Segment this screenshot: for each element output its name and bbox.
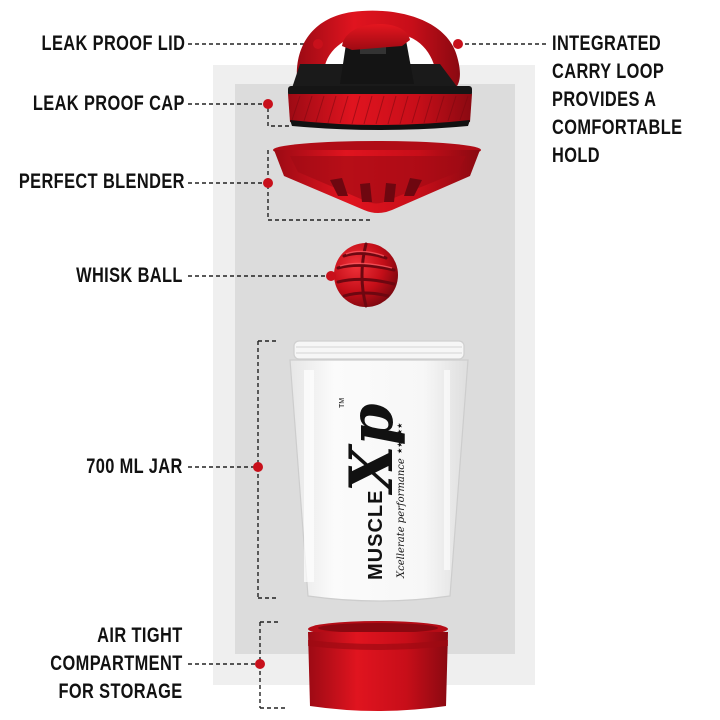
cap-top-black [288, 86, 472, 96]
jar-body [289, 359, 469, 602]
flip-cap [342, 24, 410, 50]
leak-proof-lid [292, 10, 460, 93]
storage-compartment [308, 621, 448, 711]
label-perfect-blender: PERFECT BLENDER [18, 170, 185, 193]
label-storage-compartment: AIR TIGHT COMPARTMENT FOR STORAGE [51, 622, 183, 706]
whisk-ball [334, 242, 398, 308]
cap-texture [291, 95, 469, 125]
brand-logo: MUSCLE Xp TM ★★★★★ Xcellerate performanc… [337, 398, 407, 580]
jar-gloss [304, 370, 314, 582]
label-carry-line-3: PROVIDES A [552, 88, 657, 111]
leak-proof-cap [288, 86, 472, 130]
brand-tm: TM [339, 398, 346, 408]
label-carry-line-2: CARRY LOOP [552, 60, 665, 83]
blender-slots [330, 178, 422, 202]
label-carry-line-1: INTEGRATED [552, 32, 662, 55]
whisk-ribs [336, 242, 396, 308]
leader-blender [188, 150, 372, 221]
whisk-sphere [334, 243, 398, 307]
label-whisk-ball: WHISK BALL [76, 264, 183, 287]
leader-storage [188, 621, 286, 709]
brand-name: MUSCLE [365, 490, 387, 580]
label-700ml-jar: 700 ML JAR [86, 455, 183, 478]
leader-jar [188, 340, 278, 599]
brand-mark: Xp [337, 403, 407, 496]
dot-jar [253, 462, 263, 472]
spout-highlight [360, 46, 386, 54]
dot-whisk [326, 271, 336, 281]
whisk-highlights [339, 250, 393, 269]
label-storage-line-1: AIR TIGHT [97, 624, 183, 647]
label-leak-proof-lid: LEAK PROOF LID [41, 32, 185, 55]
brand-tagline: Xcellerate performance [396, 458, 407, 579]
dot-blender [263, 178, 273, 188]
label-storage-line-3: FOR STORAGE [58, 680, 183, 703]
jar-thread-rim [293, 340, 465, 360]
label-integrated-carry-loop: INTEGRATED CARRY LOOP PROVIDES A COMFORT… [552, 30, 682, 170]
storage-band [308, 640, 448, 650]
cap-bottom-edge [290, 120, 470, 130]
jar-threads [296, 346, 462, 354]
marker-dots [253, 39, 463, 669]
lid-spout [340, 40, 414, 84]
label-storage-line-2: COMPARTMENT [50, 652, 183, 675]
perfect-blender [273, 141, 481, 213]
blender-inner-shadow [290, 156, 466, 204]
storage-body [308, 632, 448, 711]
storage-opening [318, 623, 438, 633]
carry-loop [296, 10, 460, 93]
label-carry-line-4: COMFORTABLE [552, 116, 683, 139]
dot-lid [313, 39, 323, 49]
label-carry-line-5: HOLD [552, 144, 600, 167]
dot-storage [255, 659, 265, 669]
brand-stars: ★★★★★ [396, 423, 404, 454]
dot-cap [263, 99, 273, 109]
jar-700ml: MUSCLE Xp TM ★★★★★ Xcellerate performanc… [289, 340, 469, 602]
label-leak-proof-cap: LEAK PROOF CAP [33, 92, 185, 115]
jar-gloss-right [444, 370, 450, 570]
dot-carry-loop [453, 39, 463, 49]
leader-cap [188, 103, 290, 127]
